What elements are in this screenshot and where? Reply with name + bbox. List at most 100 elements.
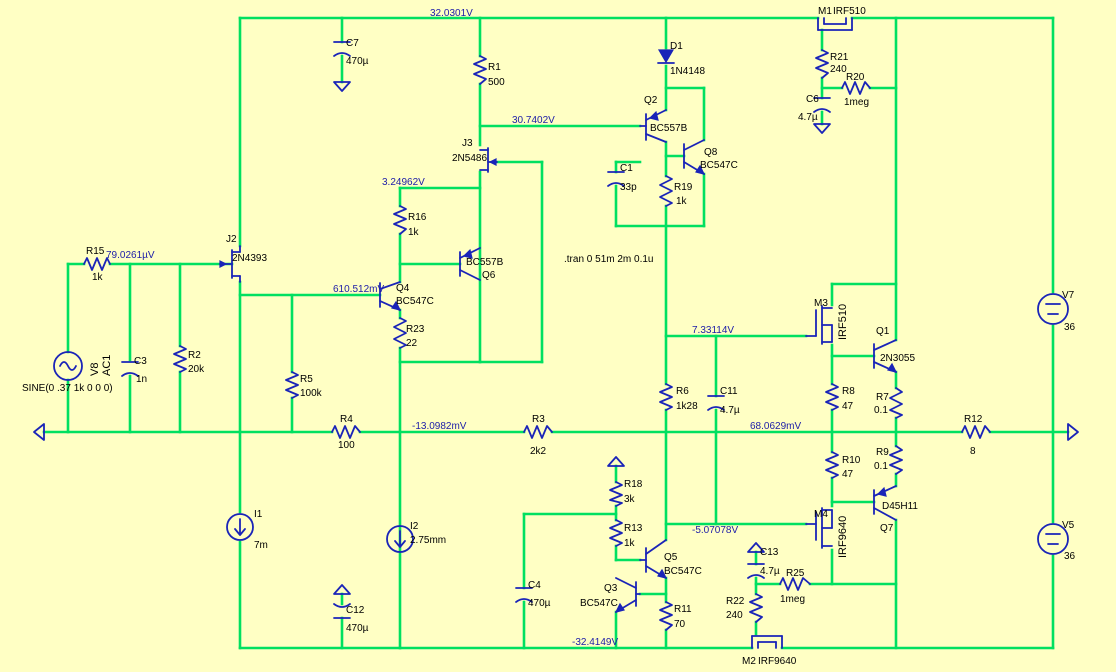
voltage-source-v8[interactable] — [53, 351, 83, 381]
label-i2-ref: I2 — [410, 521, 419, 532]
label-c13-value: 4.7µ — [760, 566, 780, 577]
label-c1-ref: C1 — [620, 163, 633, 174]
label-d1-ref: D1 — [670, 41, 683, 52]
node-voltage-bias-bottom: -5.07078V — [692, 525, 739, 536]
label-c11-ref: C11 — [720, 386, 738, 397]
label-r1-ref: R1 — [488, 62, 501, 73]
label-q8-ref: Q8 — [704, 147, 718, 158]
capacitor-c3[interactable] — [121, 361, 139, 377]
label-r6-value: 1k28 — [676, 401, 698, 412]
resistor-r18[interactable] — [609, 481, 623, 507]
resistor-r1[interactable] — [473, 55, 487, 85]
label-r16-ref: R16 — [408, 212, 427, 223]
bjt-q3[interactable] — [614, 577, 641, 613]
mosfet-m4[interactable] — [805, 507, 833, 549]
resistor-r3[interactable] — [523, 425, 553, 439]
resistor-r23[interactable] — [393, 317, 407, 349]
label-r20-value: 1meg — [844, 97, 870, 108]
label-m1-ref: M1 — [818, 6, 832, 17]
resistor-r25[interactable] — [779, 577, 811, 591]
spice-directive[interactable]: .tran 0 51m 2m 0.1u — [564, 254, 654, 265]
bjt-q2[interactable] — [639, 109, 667, 143]
resistor-r4[interactable] — [331, 425, 361, 439]
label-r1-value: 500 — [488, 77, 505, 88]
label-c1-value: 33p — [620, 182, 637, 193]
resistor-r22[interactable] — [749, 593, 763, 623]
label-m1-value: IRF510 — [833, 6, 866, 17]
resistor-r7[interactable] — [889, 387, 903, 419]
label-r21-ref: R21 — [830, 52, 849, 63]
label-v7-value: 36 — [1064, 322, 1076, 333]
capacitor-c12[interactable] — [333, 603, 351, 619]
node-voltage-r15: 79.0261µV — [106, 250, 155, 261]
resistor-r21[interactable] — [815, 49, 829, 79]
label-q8-value: BC547C — [700, 160, 738, 171]
bjt-q6[interactable] — [459, 247, 481, 281]
bjt-q4[interactable] — [379, 281, 402, 311]
resistor-r16[interactable] — [393, 205, 407, 235]
label-v8-value: AC1 — [101, 354, 113, 376]
mosfet-m3[interactable] — [805, 305, 833, 345]
bjt-q8[interactable] — [683, 139, 706, 175]
label-c13-ref: C13 — [760, 547, 779, 558]
label-r9-ref: R9 — [876, 447, 889, 458]
label-v5-ref: V5 — [1062, 520, 1075, 531]
mosfet-m1[interactable] — [817, 17, 853, 31]
ground-left — [33, 423, 45, 441]
jfet-j2[interactable] — [219, 245, 241, 283]
ground-r18 — [607, 456, 625, 467]
resistor-r9[interactable] — [889, 445, 903, 475]
label-c11-value: 4.7µ — [720, 405, 740, 416]
label-q3-value: BC547C — [580, 598, 618, 609]
label-c4-value: 470µ — [528, 598, 551, 609]
label-r8-ref: R8 — [842, 386, 855, 397]
node-voltage-j3: 3.24962V — [382, 177, 425, 188]
label-r4-ref: R4 — [340, 414, 353, 425]
label-c3-value: 1n — [136, 374, 148, 385]
resistor-r15[interactable] — [83, 257, 111, 271]
resistor-r13[interactable] — [609, 519, 623, 547]
label-q4-value: BC547C — [396, 296, 434, 307]
bjt-q5[interactable] — [639, 539, 668, 579]
node-voltage-q4-base: 610.512mV — [333, 284, 385, 295]
node-voltage-rail-pos: 32.0301V — [430, 8, 473, 19]
capacitor-c4[interactable] — [515, 587, 533, 603]
current-source-i1[interactable] — [226, 513, 254, 541]
voltage-source-v5[interactable] — [1037, 523, 1069, 555]
capacitor-c6[interactable] — [813, 97, 831, 113]
current-source-i2[interactable] — [386, 525, 414, 553]
label-j3-value: 2N5486 — [452, 153, 488, 164]
resistor-r12[interactable] — [961, 425, 991, 439]
label-c4-ref: C4 — [528, 580, 541, 591]
capacitor-c13[interactable] — [747, 563, 765, 579]
resistor-r8[interactable] — [825, 383, 839, 411]
label-r18-ref: R18 — [624, 479, 643, 490]
voltage-source-v7[interactable] — [1037, 293, 1069, 325]
resistor-r20[interactable] — [841, 81, 871, 95]
resistor-r2[interactable] — [173, 345, 187, 373]
label-c12-value: 470µ — [346, 623, 369, 634]
capacitor-c1[interactable] — [607, 171, 625, 187]
resistor-r10[interactable] — [825, 451, 839, 479]
label-r25-ref: R25 — [786, 568, 805, 579]
label-r12-value: 8 — [970, 446, 976, 457]
label-q2-value: BC557B — [650, 123, 688, 134]
resistor-r11[interactable] — [659, 601, 673, 631]
label-q3-ref: Q3 — [604, 583, 618, 594]
node-voltage-feedback: -13.0982mV — [412, 421, 467, 432]
resistor-r5[interactable] — [285, 371, 299, 399]
resistor-r6[interactable] — [659, 383, 673, 411]
label-q6-value: BC557B — [466, 257, 504, 268]
bjt-q7[interactable] — [873, 485, 897, 521]
jfet-j3[interactable] — [479, 147, 498, 173]
diode-d1[interactable] — [657, 49, 675, 64]
label-m4-value: IRF9640 — [837, 515, 849, 558]
label-r5-value: 100k — [300, 388, 322, 399]
bjt-q1[interactable] — [873, 339, 898, 373]
capacitor-c7[interactable] — [333, 41, 351, 57]
mosfet-m2[interactable] — [751, 635, 783, 649]
resistor-r19[interactable] — [659, 175, 673, 207]
label-j2-ref: J2 — [226, 234, 237, 245]
capacitor-c11[interactable] — [707, 395, 725, 411]
